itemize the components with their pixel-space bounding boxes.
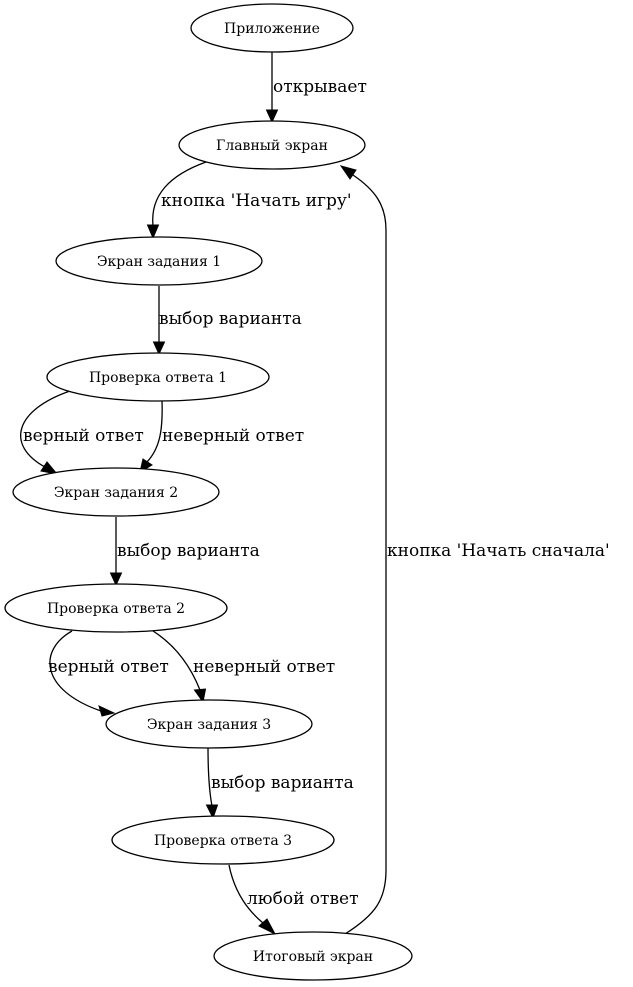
arrowhead-icon [152,341,166,356]
node-app: Приложение [190,3,354,53]
node-ellipse [111,815,335,865]
node-check1: Проверка ответа 1 [46,352,270,402]
node-task3: Экран задания 3 [105,699,313,749]
arrowhead-icon [258,918,277,936]
edge-final-to-main: кнопка 'Начать сначала' [339,165,610,935]
edge-task2-to-check2: выбор варианта [109,517,260,587]
node-ellipse [4,583,228,633]
edge-check3-to-final: любой ответ [228,864,358,936]
nodes: Приложение Главный экран Экран задания 1… [4,3,413,981]
edges: открывает кнопка 'Начать игру' выбор вар… [20,52,610,936]
edge-line [344,174,387,935]
node-ellipse [190,3,354,53]
edge-line [146,399,163,463]
arrowhead-icon [109,572,123,587]
edge-app-to-main: открывает [265,52,367,124]
edge-check1-to-task2-wrong: неверный ответ [139,399,304,474]
edge-line [152,161,207,227]
node-label: Экран задания 1 [97,254,221,270]
edge-task3-to-check3: выбор варианта [205,746,354,820]
arrowhead-icon [146,224,160,240]
node-ellipse [105,699,313,749]
node-ellipse [12,467,220,517]
arrowhead-icon [339,165,357,180]
edge-line [207,746,213,807]
edge-main-to-task1: кнопка 'Начать игру' [146,161,352,240]
edge-label: открывает [273,77,367,97]
node-check3: Проверка ответа 3 [111,815,335,865]
edge-task1-to-check1: выбор варианта [152,286,302,356]
node-check2: Проверка ответа 2 [4,583,228,633]
edge-check1-to-task2-correct: верный ответ [20,390,144,475]
edge-label: любой ответ [247,889,358,909]
arrowhead-icon [193,688,207,704]
edge-label: верный ответ [23,426,144,446]
node-ellipse [178,120,366,170]
arrowhead-icon [40,461,59,475]
edge-line [49,630,102,712]
node-label: Проверка ответа 2 [47,601,185,617]
node-label: Главный экран [216,138,328,154]
node-ellipse [46,352,270,402]
arrowhead-icon [205,804,219,820]
node-ellipse [213,931,413,981]
edge-label: выбор варианта [117,541,260,561]
node-final: Итоговый экран [213,931,413,981]
edge-check2-to-task3-correct: верный ответ [48,630,169,717]
edge-label: неверный ответ [193,657,335,677]
edge-check2-to-task3-wrong: неверный ответ [152,630,335,704]
node-task2: Экран задания 2 [12,467,220,517]
node-label: Приложение [224,21,320,37]
edge-line [20,390,71,468]
node-ellipse [55,236,263,286]
edge-line [228,864,264,924]
edge-label: выбор варианта [159,309,302,329]
node-label: Экран задания 3 [147,717,271,733]
node-label: Проверка ответа 3 [154,833,292,849]
edge-label: кнопка 'Начать сначала' [387,541,610,561]
edge-label: кнопка 'Начать игру' [161,191,352,211]
edge-label: верный ответ [48,657,169,677]
arrowhead-icon [98,705,116,717]
node-label: Проверка ответа 1 [89,370,227,386]
edge-label: выбор варианта [211,773,354,793]
arrowhead-icon [265,109,279,124]
node-label: Итоговый экран [253,949,373,965]
edge-label: неверный ответ [162,426,304,446]
node-task1: Экран задания 1 [55,236,263,286]
node-label: Экран задания 2 [54,485,178,501]
edge-line [152,630,201,691]
node-main: Главный экран [178,120,366,170]
